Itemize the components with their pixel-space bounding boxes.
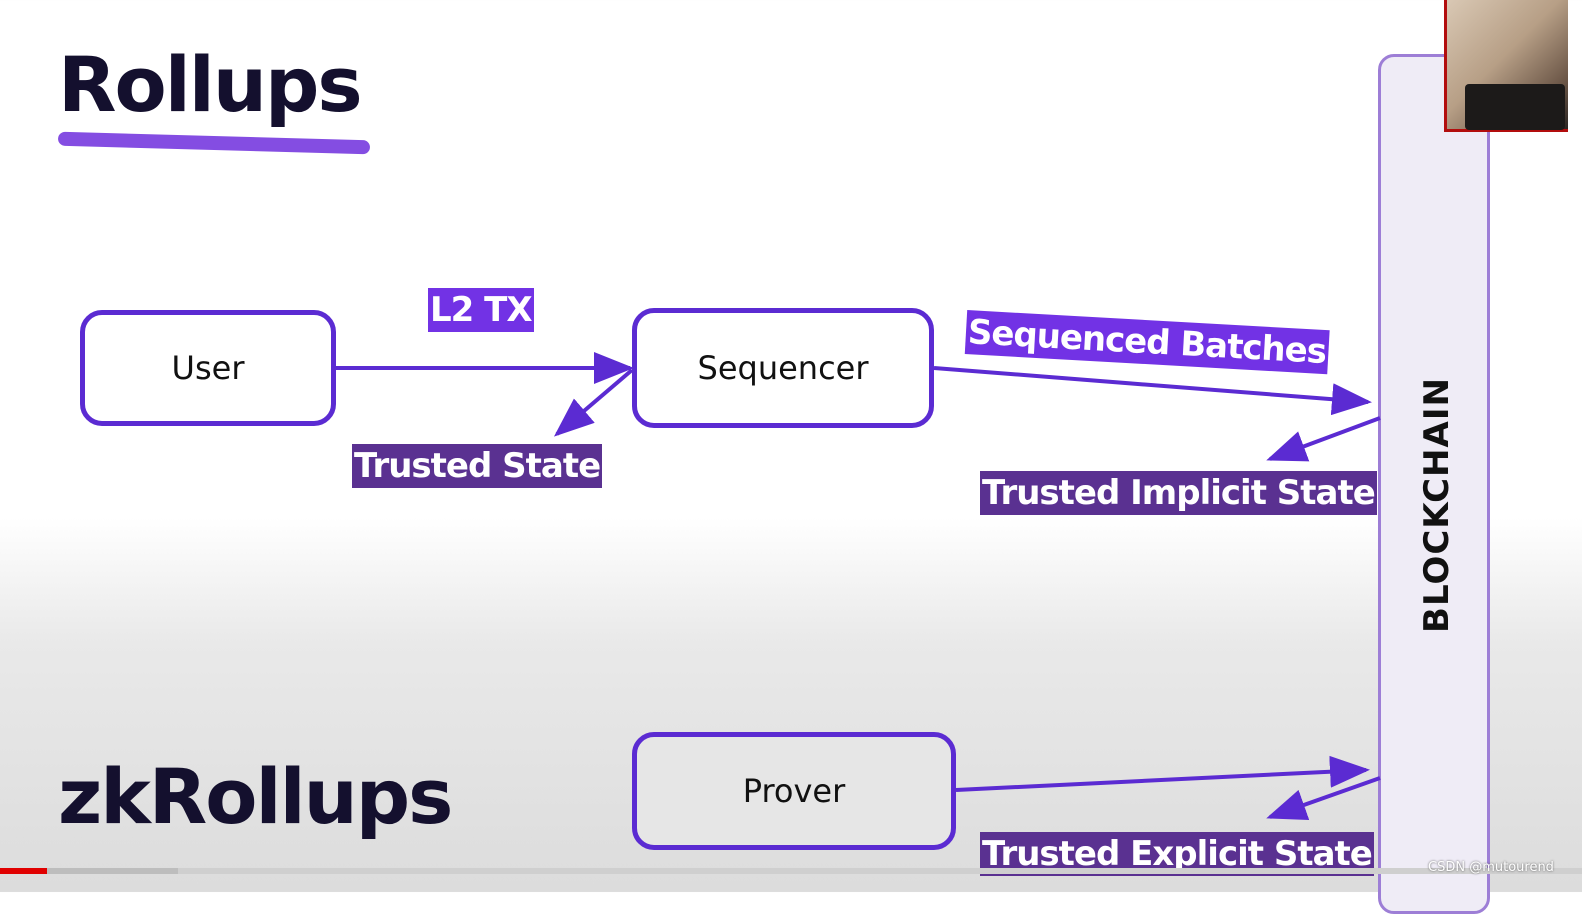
arrow-sequencer-to-blockchain	[933, 366, 1372, 416]
watermark: CSDN @mutourend	[1428, 860, 1554, 875]
video-progress-bar[interactable]	[0, 868, 1582, 874]
video-played-bar	[0, 868, 48, 874]
sequencer-node: Sequencer	[632, 308, 934, 428]
slide-title: Rollups	[58, 40, 363, 129]
arrow-sequencer-to-user-state	[553, 368, 634, 437]
diagram-arrows	[336, 352, 1381, 821]
prover-node-label: Prover	[742, 772, 846, 810]
user-node-label: User	[171, 349, 245, 387]
arrow-blockchain-explicit-state	[1266, 776, 1381, 821]
user-node: User	[80, 310, 336, 426]
prover-node: Prover	[632, 732, 956, 850]
webcam-overlay	[1444, 0, 1568, 132]
trusted-implicit-state-label: Trusted Implicit State	[980, 471, 1377, 515]
l2-tx-label: L2 TX	[428, 288, 534, 332]
arrow-blockchain-implicit-state	[1266, 416, 1381, 462]
slide-subtitle: zkRollups	[58, 752, 453, 841]
arrow-prover-to-blockchain	[955, 755, 1370, 792]
trusted-state-label: Trusted State	[352, 444, 603, 488]
video-buffer-bar	[0, 868, 178, 874]
webcam-object	[1465, 84, 1565, 130]
blockchain-bar	[1378, 54, 1490, 914]
sequencer-node-label: Sequencer	[697, 349, 869, 387]
